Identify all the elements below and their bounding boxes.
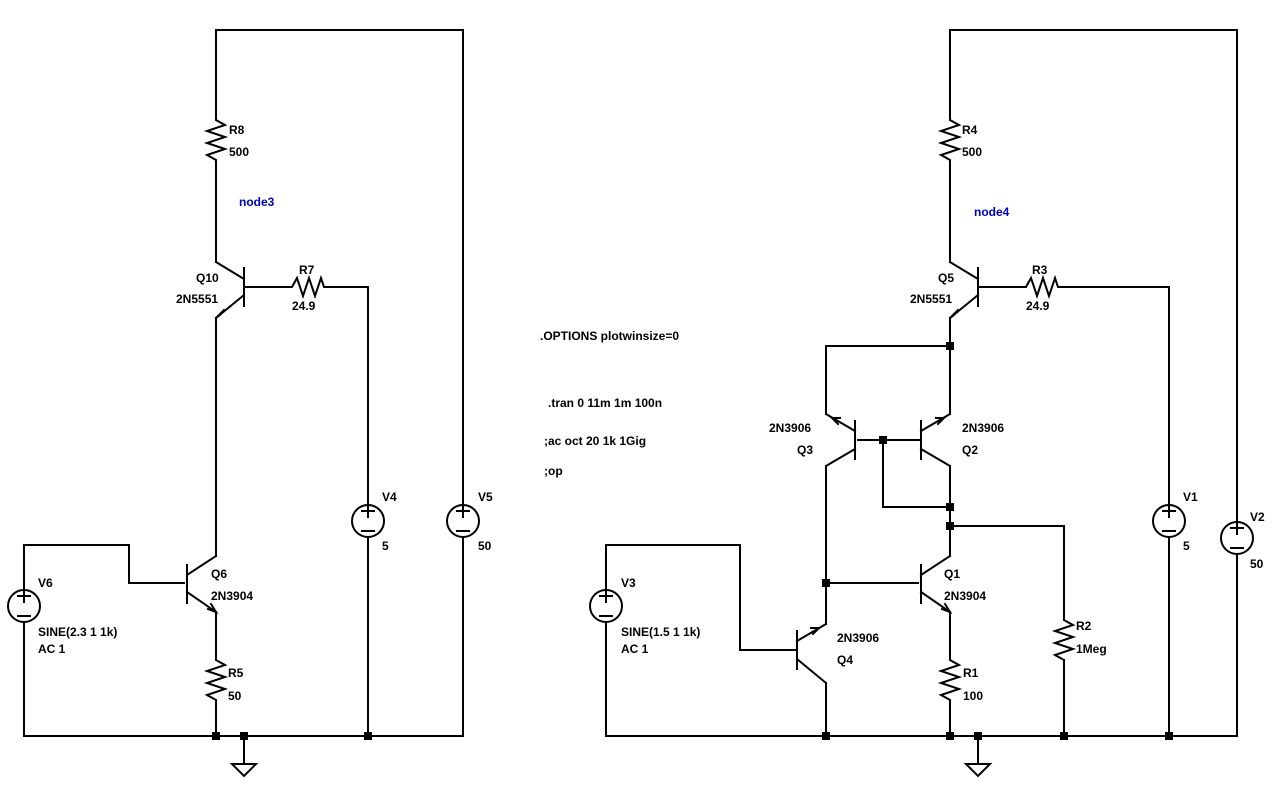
transistor-q10[interactable] xyxy=(214,260,248,320)
junction-dot xyxy=(822,732,830,740)
v1-name: V1 xyxy=(1183,490,1198,504)
junction-dot xyxy=(1165,732,1173,740)
q6-model: 2N3904 xyxy=(211,589,253,603)
q1-model: 2N3904 xyxy=(944,589,986,603)
wire[interactable] xyxy=(326,286,369,506)
junction-dot xyxy=(946,503,954,511)
r7-name: R7 xyxy=(299,263,315,277)
ground-symbol[interactable] xyxy=(229,763,259,778)
junction-dot xyxy=(364,732,372,740)
wire[interactable] xyxy=(949,525,1065,611)
voltage-source-v6[interactable] xyxy=(7,589,41,623)
junction-dot xyxy=(1060,732,1068,740)
v3-name: V3 xyxy=(621,576,636,590)
voltage-source-v5[interactable] xyxy=(446,504,480,538)
v6-ac: AC 1 xyxy=(38,642,66,656)
v5-value: 50 xyxy=(478,539,492,553)
junction-dot xyxy=(946,732,954,740)
q5-name: Q5 xyxy=(938,271,954,285)
v5-name: V5 xyxy=(478,490,493,504)
q10-name: Q10 xyxy=(196,271,219,285)
r2-name: R2 xyxy=(1076,619,1092,633)
v6-name: V6 xyxy=(38,576,53,590)
directive-op[interactable]: ;op xyxy=(544,464,563,478)
resistor-r1[interactable] xyxy=(937,649,963,711)
voltage-source-v2[interactable] xyxy=(1220,521,1254,555)
r3-name: R3 xyxy=(1032,263,1048,277)
resistor-r2[interactable] xyxy=(1051,609,1077,662)
r4-name: R4 xyxy=(962,123,978,137)
q3-name: Q3 xyxy=(797,443,813,457)
transistor-q1[interactable] xyxy=(919,554,953,614)
q4-name: Q4 xyxy=(837,653,853,667)
junction-dot xyxy=(212,732,220,740)
q4-model: 2N3906 xyxy=(837,631,879,645)
q10-model: 2N5551 xyxy=(176,292,218,306)
voltage-source-v3[interactable] xyxy=(589,589,623,623)
directive-ac[interactable]: ;ac oct 20 1k 1Gig xyxy=(544,434,646,448)
q2-name: Q2 xyxy=(962,443,978,457)
v1-value: 5 xyxy=(1183,539,1190,553)
directive-options[interactable]: .OPTIONS plotwinsize=0 xyxy=(540,329,679,343)
v4-value: 5 xyxy=(382,539,389,553)
transistor-q3[interactable] xyxy=(824,412,857,468)
q6-name: Q6 xyxy=(211,567,227,581)
r5-name: R5 xyxy=(228,666,244,680)
wire[interactable] xyxy=(23,621,464,737)
junction-dot xyxy=(240,732,248,740)
junction-dot xyxy=(946,342,954,350)
junction-dot xyxy=(822,579,830,587)
net-label-node3[interactable]: node3 xyxy=(239,195,275,209)
junction-dot xyxy=(879,436,887,444)
left-circuit: R8 500 R7 24.9 R5 50 Q10 2N5551 Q6 2N390 xyxy=(7,29,493,778)
wire[interactable] xyxy=(23,544,185,584)
resistor-r8[interactable] xyxy=(203,109,229,169)
wire[interactable] xyxy=(605,544,796,651)
r8-value: 500 xyxy=(229,145,249,159)
wire[interactable] xyxy=(1060,286,1170,506)
q3-model: 2N3906 xyxy=(769,421,811,435)
transistor-q5[interactable] xyxy=(948,260,981,320)
r4-value: 500 xyxy=(962,145,982,159)
transistor-q6[interactable] xyxy=(185,554,219,614)
resistor-r4[interactable] xyxy=(937,109,963,169)
q5-model: 2N5551 xyxy=(910,292,952,306)
v3-ac: AC 1 xyxy=(621,642,649,656)
r3-value: 24.9 xyxy=(1026,299,1050,313)
r8-name: R8 xyxy=(229,123,245,137)
voltage-source-v4[interactable] xyxy=(351,504,385,538)
v2-name: V2 xyxy=(1250,510,1265,524)
resistor-r5[interactable] xyxy=(203,649,229,711)
v2-value: 50 xyxy=(1250,557,1264,571)
right-circuit: R4 500 R3 24.9 R1 100 R2 1Meg Q5 2N5551 xyxy=(589,29,1265,778)
r1-name: R1 xyxy=(963,666,979,680)
junction-dot xyxy=(946,522,954,530)
ground-symbol[interactable] xyxy=(963,763,993,778)
wire[interactable] xyxy=(215,29,464,506)
resistor-r7[interactable] xyxy=(286,274,328,300)
wire[interactable] xyxy=(882,439,951,508)
r7-value: 24.9 xyxy=(292,299,316,313)
r2-value: 1Meg xyxy=(1076,642,1107,656)
q2-model: 2N3906 xyxy=(962,421,1004,435)
v6-value: SINE(2.3 1 1k) xyxy=(38,625,117,639)
r5-value: 50 xyxy=(228,689,242,703)
v3-value: SINE(1.5 1 1k) xyxy=(621,625,700,639)
resistor-r3[interactable] xyxy=(1020,274,1062,300)
v4-name: V4 xyxy=(382,490,397,504)
net-label-node4[interactable]: node4 xyxy=(974,205,1010,219)
spice-directives: .OPTIONS plotwinsize=0 .tran 0 11m 1m 10… xyxy=(540,329,679,478)
q1-name: Q1 xyxy=(944,567,960,581)
voltage-source-v1[interactable] xyxy=(1152,504,1186,538)
junction-dot xyxy=(974,732,982,740)
directive-tran[interactable]: .tran 0 11m 1m 100n xyxy=(548,396,662,410)
transistor-q2[interactable] xyxy=(919,412,952,468)
r1-value: 100 xyxy=(963,689,983,703)
wire[interactable] xyxy=(949,29,1238,523)
transistor-q4[interactable] xyxy=(795,616,828,685)
wire[interactable] xyxy=(605,621,1238,737)
